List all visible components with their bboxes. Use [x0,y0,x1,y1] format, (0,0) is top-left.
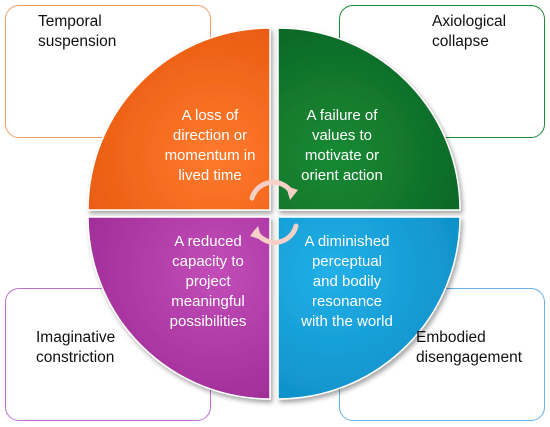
quadrant-top-right [277,27,461,211]
corner-title-temporal: Temporal suspension [38,13,117,50]
quadrant-text-top-right: A failure of values to motivate or orien… [301,107,383,184]
quadrant-text-top-left: A loss of direction or momentum in lived… [164,107,256,184]
quadrant-text-bottom-left: A reduced capacity to project meaningful… [169,233,247,330]
corner-title-axiological: Axiological collapse [432,13,507,50]
circular-arrows-icon [249,179,299,245]
quadrant-bottom-left [87,216,271,400]
quadrant-text-bottom-right: A diminished perceptual and bodily reson… [301,233,393,330]
quadrant-top-left [87,27,271,211]
corner-title-imaginative: Imaginative constriction [36,329,116,366]
corner-title-embodied: Embodied disengagement [416,329,522,366]
quadrant-bottom-right [277,216,461,400]
